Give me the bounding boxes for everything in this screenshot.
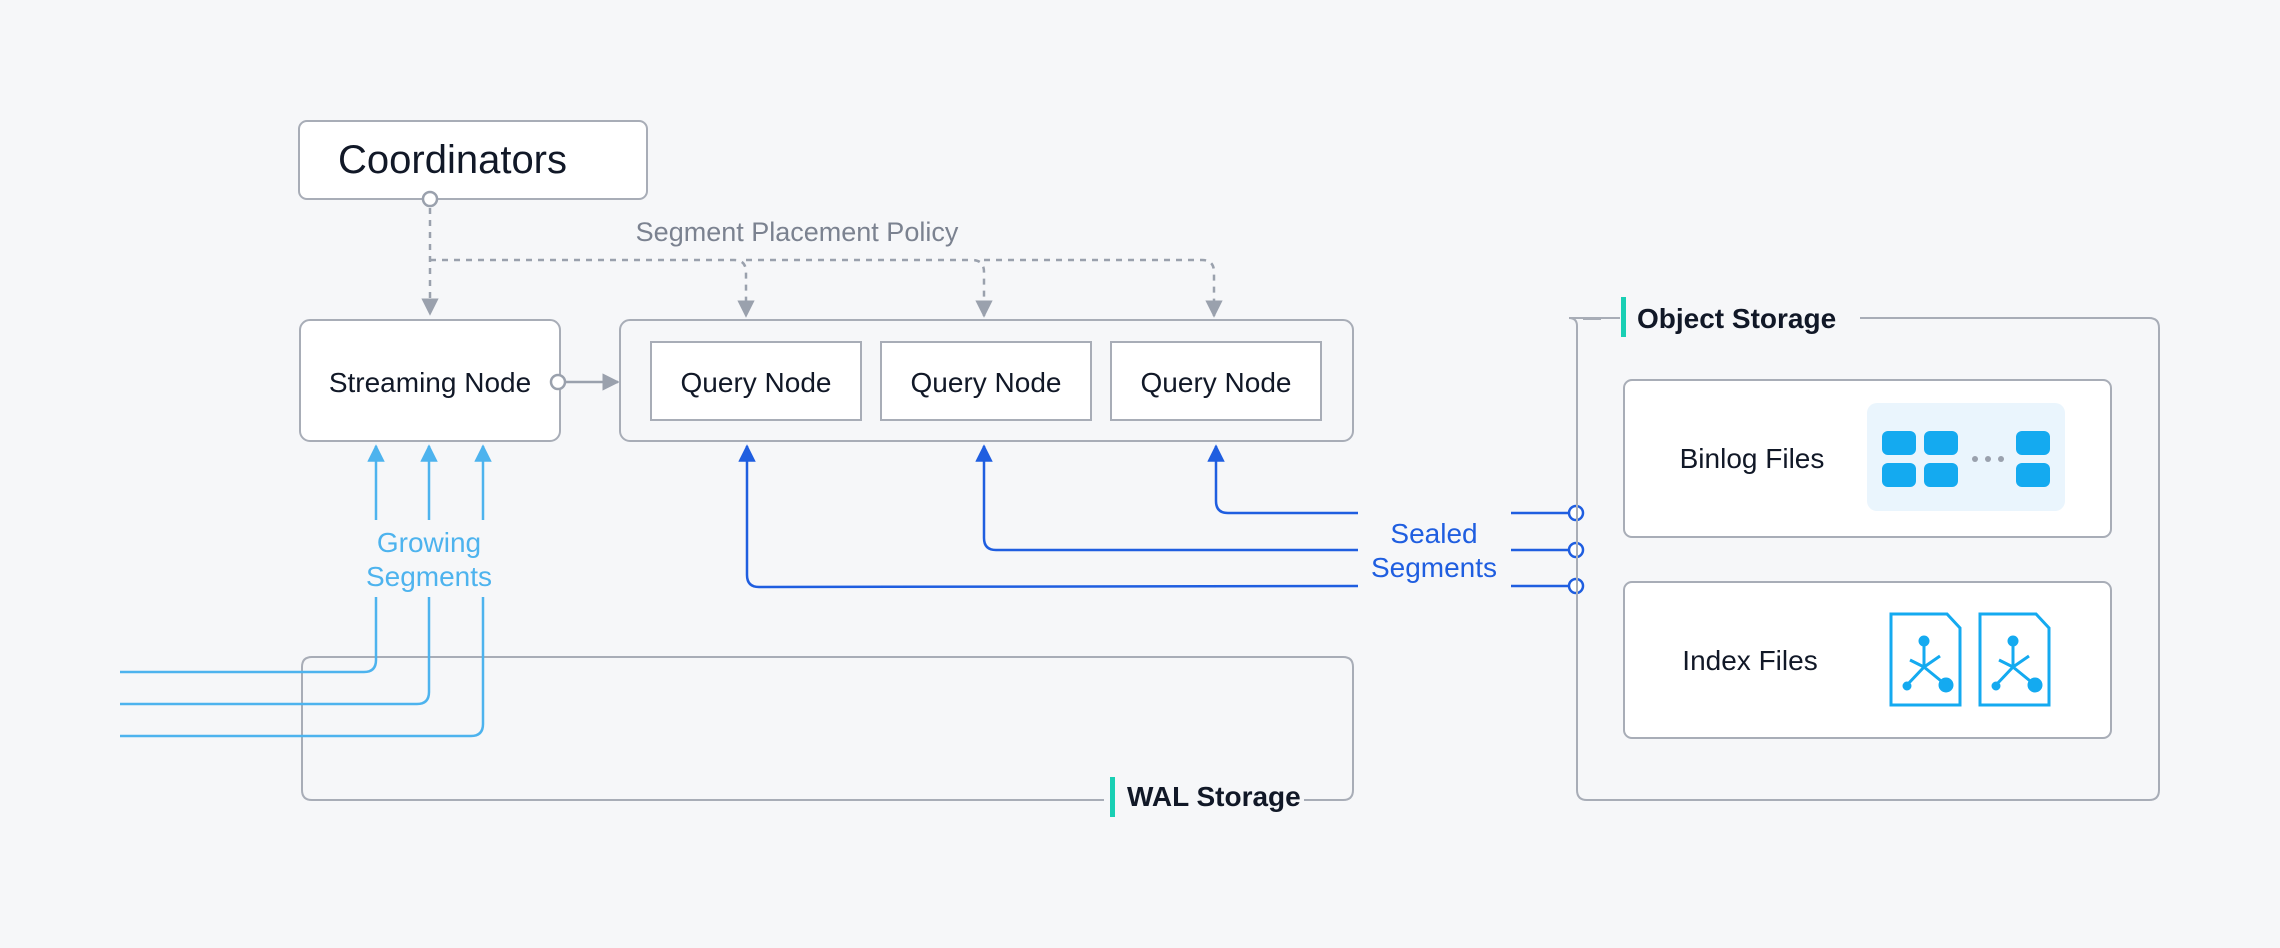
query-node-label: Query Node <box>1141 367 1292 398</box>
object-storage-accent-bar <box>1621 297 1626 337</box>
growing-segment-lines <box>120 444 492 738</box>
query-node-2: Query Node <box>880 341 1092 421</box>
query-node-3: Query Node <box>1110 341 1322 421</box>
query-node-label: Query Node <box>681 367 832 398</box>
query-node-label: Query Node <box>911 367 1062 398</box>
object-storage-frame: Object Storage <box>1568 297 2160 801</box>
growing-label-line1: Growing <box>377 527 481 558</box>
binlog-files-label: Binlog Files <box>1680 443 1825 474</box>
placement-policy-lines <box>421 208 1223 318</box>
coordinators-box: Coordinators <box>298 120 648 200</box>
sealed-label-line1: Sealed <box>1390 518 1477 549</box>
binlog-blocks-icon <box>1867 403 2065 511</box>
coordinators-port <box>421 190 439 208</box>
streaming-node-port <box>549 373 567 391</box>
sealed-label-line2: Segments <box>1371 552 1497 583</box>
object-storage-label: Object Storage <box>1637 303 1836 334</box>
wal-storage-frame: WAL Storage <box>301 656 1354 820</box>
sealed-segment-lines <box>738 444 1570 589</box>
index-files-label: Index Files <box>1682 645 1817 676</box>
coordinators-label: Coordinators <box>338 138 567 182</box>
policy-label: Segment Placement Policy <box>636 217 959 247</box>
growing-label-line2: Segments <box>366 561 492 592</box>
index-file-graph-icon <box>1889 612 2051 707</box>
query-node-1: Query Node <box>650 341 862 421</box>
streaming-node-box: Streaming Node <box>299 319 561 442</box>
streaming-node-label: Streaming Node <box>329 367 531 398</box>
index-files-box: Index Files <box>1623 581 2112 739</box>
wal-accent-bar <box>1110 777 1115 817</box>
wal-storage-label: WAL Storage <box>1127 781 1301 812</box>
binlog-files-box: Binlog Files <box>1623 379 2112 538</box>
